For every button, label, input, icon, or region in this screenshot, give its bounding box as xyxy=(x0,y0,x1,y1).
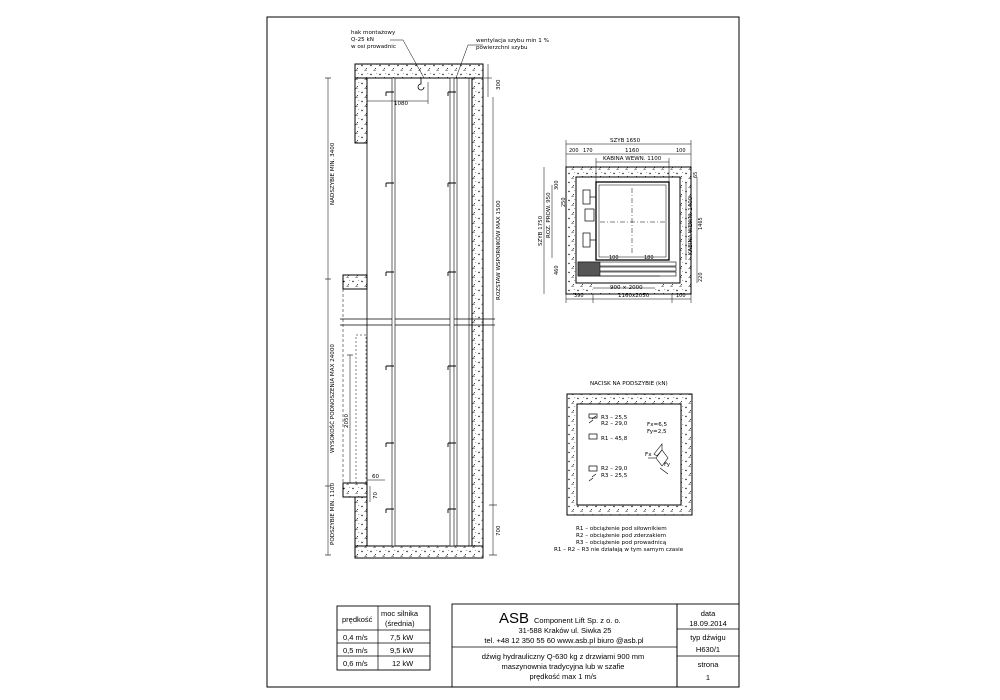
note-ventilation-1: wentylacja szybu min 1 % xyxy=(476,38,549,44)
pit-fx: Fx=6,5 xyxy=(647,422,668,428)
plan-dim-100-inner: 100 xyxy=(609,255,619,261)
plan-dim-65: 65 xyxy=(693,172,699,178)
pit-fy-symbol: Fy xyxy=(664,462,671,468)
pit-legend-r2: R2 – obciążenie pod zderzakiem xyxy=(576,533,666,539)
lift-description-3: prędkość max 1 m/s xyxy=(529,672,596,681)
company-address: 31-588 Kraków ul. Siwka 25 xyxy=(519,626,612,635)
pit-fx-symbol: Fx xyxy=(645,452,652,458)
power-row-2: 9,5 kW xyxy=(390,646,414,655)
company-contact: tel. +48 12 350 55 60 www.asb.pl biuro @… xyxy=(484,636,644,645)
plan-dim-cabin-width: KABINA WEWN. 1100 xyxy=(603,156,662,162)
plan-dim-shaft-depth: SZYB 1750 xyxy=(538,215,544,246)
power-row-1: 7,5 kW xyxy=(390,633,414,642)
pit-r2-bottom: R2 – 29,0 xyxy=(601,466,628,472)
dim-70: 70 xyxy=(373,492,379,499)
note-mounting-hook-3: w osi prowadnic xyxy=(351,44,396,50)
dim-2050: 2050 xyxy=(344,414,350,428)
plan-dim-220: 220 xyxy=(698,272,704,282)
note-mounting-hook-1: hak montażowy xyxy=(351,30,396,36)
pit-r3-bottom: R3 – 25,5 xyxy=(601,473,628,479)
pit-title: NACISK NA PODSZYBIE (kN) xyxy=(590,381,668,387)
plan-dim-door: 900 × 2000 xyxy=(610,285,643,291)
pit-r1: R1 – 45,8 xyxy=(601,436,628,442)
plan-dim-100-top: 100 xyxy=(676,148,686,154)
dim-700: 700 xyxy=(496,525,502,536)
lift-type-value: H630/1 xyxy=(696,645,720,654)
label-headroom: NADSZYBIE MIN. 3400 xyxy=(330,142,336,205)
pit-legend-note: R1 – R2 – R3 nie działają w tym samym cz… xyxy=(554,547,684,553)
pit-r3-top: R3 – 25,5 xyxy=(601,415,628,421)
plan-dim-1160: 1160 xyxy=(625,148,639,154)
label-travel: WYSOKOŚĆ PODNOSZENIA MAX 24000 xyxy=(329,344,336,453)
note-mounting-hook-2: Q-25 kN xyxy=(351,37,374,43)
plan-cabin xyxy=(595,181,670,261)
plan-dim-cabin-depth: KABINA WEWN. 1400 xyxy=(688,196,694,255)
plan-dim-170: 170 xyxy=(583,148,593,154)
plan-dim-rail-spacing: ROZ. PROW. 950 xyxy=(546,192,552,238)
plan-dim-250: 250 xyxy=(561,197,567,207)
company-name: Component Lift Sp. z o. o. xyxy=(534,616,621,625)
lift-description-1: dźwig hydrauliczny Q-630 kg z drzwiami 9… xyxy=(482,652,645,661)
pit-r2-top: R2 – 29,0 xyxy=(601,421,628,427)
mounting-hook-icon xyxy=(417,78,425,91)
power-header-1: moc silnika xyxy=(381,609,419,618)
speed-row-3: 0,6 m/s xyxy=(343,659,368,668)
pit-legend-r1: R1 – obciążenie pod siłownikiem xyxy=(576,526,667,532)
shaft-left-door-lintel-lower xyxy=(342,482,368,498)
dim-300-top: 300 xyxy=(496,79,502,90)
power-row-3: 12 kW xyxy=(392,659,414,668)
lift-type-label: typ dźwigu xyxy=(690,633,725,642)
guide-rail-left xyxy=(391,77,396,547)
label-pit: PODSZYBIE MIN. 1100 xyxy=(330,482,336,545)
speed-row-1: 0,4 m/s xyxy=(343,633,368,642)
rail-force-sketch-icon xyxy=(653,443,669,467)
shaft-top-slab xyxy=(354,63,484,79)
plan-dim-shaft-width: SZYB 1650 xyxy=(610,138,641,144)
dim-60: 60 xyxy=(372,474,379,480)
pit-walls xyxy=(566,393,693,516)
plan-dim-300: 300 xyxy=(554,180,560,190)
cylinder xyxy=(456,77,470,547)
power-header-2: (średnia) xyxy=(385,619,415,628)
title-block: ASB Component Lift Sp. z o. o. 31-588 Kr… xyxy=(451,603,740,688)
page-label: strona xyxy=(698,660,720,669)
plan-dim-100-bottom: 100 xyxy=(676,293,686,299)
speed-row-2: 0,5 m/s xyxy=(343,646,368,655)
lift-description-2: maszynownia tradycyjna lub w szafie xyxy=(502,662,625,671)
date-label: data xyxy=(701,609,716,618)
shaft-plan-view: SZYB 1650 200 170 1160 100 KABINA WEWN. … xyxy=(538,138,704,303)
shaft-pit-slab xyxy=(354,545,484,559)
shaft-left-wall-upper xyxy=(354,77,368,144)
plan-dim-1465: 1465 xyxy=(698,217,704,230)
company-brand: ASB xyxy=(499,610,529,627)
plan-dim-180: 180 xyxy=(644,255,654,261)
pit-legend-r3: R3 – obciążenie pod prowadnicą xyxy=(576,540,667,546)
page-number: 1 xyxy=(706,673,710,682)
pit-load-view: NACISK NA PODSZYBIE (kN) R3 – 25,5 R2 – … xyxy=(554,381,693,553)
guide-rail-right xyxy=(449,77,455,547)
plan-dim-opening: 1160x2050 xyxy=(618,293,650,299)
plan-dim-390: 390 xyxy=(574,293,584,299)
date-value: 18.09.2014 xyxy=(689,619,727,628)
plan-dim-200: 200 xyxy=(569,148,579,154)
speed-header: prędkość xyxy=(342,615,373,624)
shaft-left-door-lintel-upper xyxy=(342,274,368,290)
label-bracket-spacing: ROZSTAW WSPORNIKÓW MAX 1500 xyxy=(495,200,502,300)
pit-fy: Fy=2,5 xyxy=(647,429,667,435)
shaft-section-view: 1080 300 NADSZYBIE MIN. 3400 WYSOKOŚĆ PO… xyxy=(325,30,549,559)
plan-dim-460: 460 xyxy=(554,265,560,275)
shaft-right-wall xyxy=(471,77,484,559)
dim-1080: 1080 xyxy=(394,101,408,107)
speed-table: prędkość moc silnika (średnia) 0,4 m/s 7… xyxy=(336,605,431,671)
sheet-border xyxy=(266,16,740,688)
note-ventilation-2: powierzchni szybu xyxy=(476,45,528,51)
